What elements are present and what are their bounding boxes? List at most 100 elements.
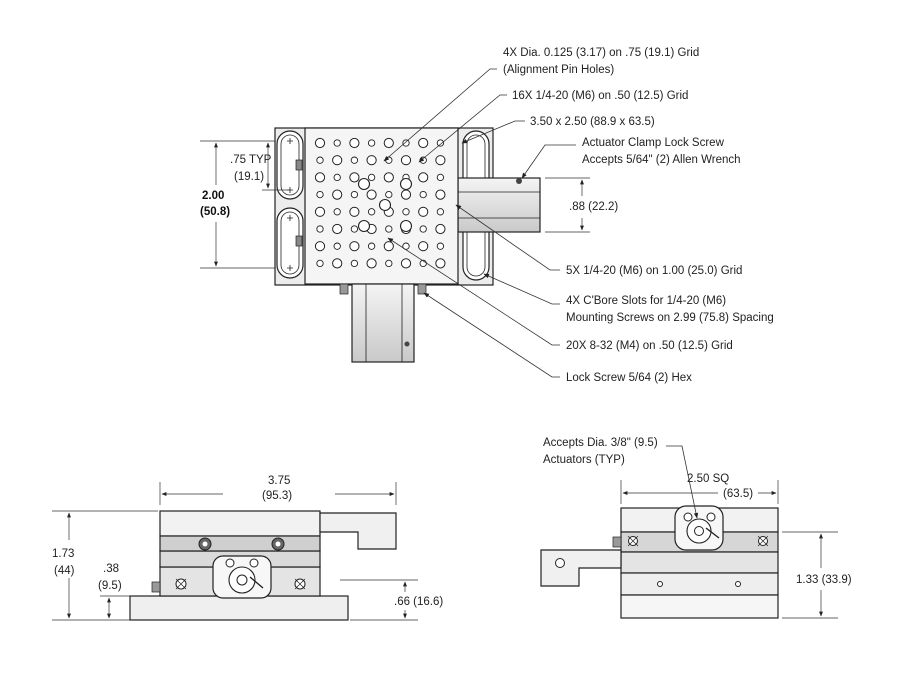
hole-pattern [314, 137, 446, 269]
svg-text:Mounting Screws on 2.99 (75.8): Mounting Screws on 2.99 (75.8) Spacing [566, 312, 774, 324]
tapped-hole [366, 189, 377, 200]
callout-clamp-wrench: Accepts 5/64" (2) Allen Wrench [582, 154, 741, 166]
svg-text:Accepts Dia. 3/8" (9.5): Accepts Dia. 3/8" (9.5) [543, 437, 658, 449]
small-hole [367, 208, 376, 216]
small-hole [385, 225, 393, 233]
tapped-hole [418, 241, 429, 252]
svg-text:.66 (16.6): .66 (16.6) [394, 596, 443, 608]
svg-text:3.50 x 2.50 (88.9 x 63.5): 3.50 x 2.50 (88.9 x 63.5) [530, 116, 655, 128]
tapped-hole [332, 258, 343, 269]
callout-actuator-typ: Actuators (TYP) [543, 454, 625, 466]
callout-16x-grid: 16X 1/4-20 (M6) on .50 (12.5) Grid [512, 90, 688, 102]
dim-front-width-mm: (95.3) [262, 490, 292, 502]
tapped-hole [314, 241, 326, 252]
side-view-dimensions [620, 445, 838, 619]
svg-text:(95.3): (95.3) [262, 490, 292, 502]
small-hole [367, 139, 376, 147]
dim-front-height-in: 1.73 [52, 548, 74, 560]
small-hole [333, 242, 341, 250]
svg-text:Actuators (TYP): Actuators (TYP) [543, 454, 625, 466]
side-view-labels: Accepts Dia. 3/8" (9.5) Actuators (TYP) … [543, 437, 852, 586]
svg-text:(63.5): (63.5) [723, 488, 753, 500]
quarter-20-hole [357, 177, 371, 191]
tapped-hole [435, 189, 446, 200]
front-view [129, 510, 397, 621]
dim-pitch-typ-mm: (19.1) [234, 171, 264, 183]
small-hole [402, 139, 410, 147]
dim-pitch-typ: .75 TYP [230, 154, 272, 166]
tapped-hole [418, 137, 429, 149]
dim-axis-height: .66 (16.6) [394, 596, 443, 608]
small-hole [436, 242, 445, 250]
tapped-hole [418, 206, 429, 217]
tapped-hole [314, 206, 326, 217]
svg-text:2.50 SQ: 2.50 SQ [687, 473, 729, 485]
tapped-hole [383, 137, 394, 149]
front-base [129, 595, 349, 621]
tapped-hole [314, 172, 326, 183]
quarter-20-hole [399, 177, 413, 191]
svg-text:Lock Screw 5/64 (2) Hex: Lock Screw 5/64 (2) Hex [566, 372, 692, 384]
quarter-20-hole [357, 219, 371, 233]
small-hole [436, 139, 445, 147]
svg-text:1.33 (33.9): 1.33 (33.9) [796, 574, 852, 586]
front-view-labels: 3.75 (95.3) 1.73 (44) .38 (9.5) .66 (16.… [52, 475, 443, 608]
small-hole [402, 208, 410, 216]
quarter-20-hole [399, 219, 413, 233]
small-hole [385, 156, 393, 164]
tapped-hole [418, 172, 429, 183]
tapped-hole [400, 155, 412, 166]
svg-text:(44): (44) [54, 565, 75, 577]
dim-side-height: 1.33 (33.9) [796, 574, 852, 586]
small-hole [436, 173, 445, 182]
top-view-labels: 4X Dia. 0.125 (3.17) on .75 (19.1) Grid … [200, 47, 774, 384]
small-hole [367, 173, 376, 182]
small-hole [350, 190, 359, 199]
dim-clamp-width: .88 (22.2) [569, 201, 618, 213]
svg-text:(50.8): (50.8) [200, 206, 230, 218]
callout-20x-grid: 20X 8-32 (M4) on .50 (12.5) Grid [566, 340, 733, 352]
svg-text:3.75: 3.75 [268, 475, 290, 487]
small-hole [333, 139, 341, 147]
dim-height-mm: (50.8) [200, 206, 230, 218]
tapped-hole [435, 223, 446, 235]
tapped-hole [366, 258, 377, 269]
callout-lock-screw: Lock Screw 5/64 (2) Hex [566, 372, 692, 384]
svg-text:.38: .38 [103, 563, 119, 575]
dim-height-in: 2.00 [202, 190, 224, 202]
dim-side-width-in: 2.50 SQ [687, 473, 729, 485]
callout-slots: 4X C'Bore Slots for 1/4-20 (M6) [566, 295, 726, 307]
tapped-hole [435, 258, 446, 269]
svg-text:.75 TYP: .75 TYP [230, 154, 272, 166]
svg-text:4X C'Bore Slots for 1/4-20 (M6: 4X C'Bore Slots for 1/4-20 (M6) [566, 295, 726, 307]
small-hole [350, 156, 359, 164]
dim-front-width-in: 3.75 [268, 475, 290, 487]
actuator-clamp-bracket [457, 177, 541, 233]
small-hole [385, 190, 393, 199]
svg-text:Actuator Clamp Lock Screw: Actuator Clamp Lock Screw [582, 137, 725, 149]
top-view [274, 127, 541, 363]
side-view [540, 505, 779, 619]
svg-text:(Alignment Pin Holes): (Alignment Pin Holes) [503, 64, 614, 76]
callout-size: 3.50 x 2.50 (88.9 x 63.5) [530, 116, 655, 128]
tapped-hole [435, 155, 446, 166]
actuator-bottom [339, 283, 427, 363]
tapped-hole [314, 137, 326, 149]
small-hole [419, 190, 427, 199]
svg-text:5X 1/4-20 (M6) on 1.00 (25.0): 5X 1/4-20 (M6) on 1.00 (25.0) Grid [566, 265, 742, 277]
svg-text:1.73: 1.73 [52, 548, 74, 560]
svg-text:.88 (22.2): .88 (22.2) [569, 201, 618, 213]
pin-hole-marks [287, 138, 293, 271]
top-leaders [383, 68, 576, 378]
tapped-hole [332, 223, 343, 235]
small-hole [316, 190, 324, 199]
top-view-dimensions [200, 140, 590, 269]
callout-slots-spacing: Mounting Screws on 2.99 (75.8) Spacing [566, 312, 774, 324]
small-hole [316, 259, 324, 268]
dim-side-width-mm: (63.5) [723, 488, 753, 500]
callout-pin-holes-note: (Alignment Pin Holes) [503, 64, 614, 76]
callout-actuator: Accepts Dia. 3/8" (9.5) [543, 437, 658, 449]
small-hole [316, 225, 324, 233]
quarter-20-hole [378, 198, 392, 212]
